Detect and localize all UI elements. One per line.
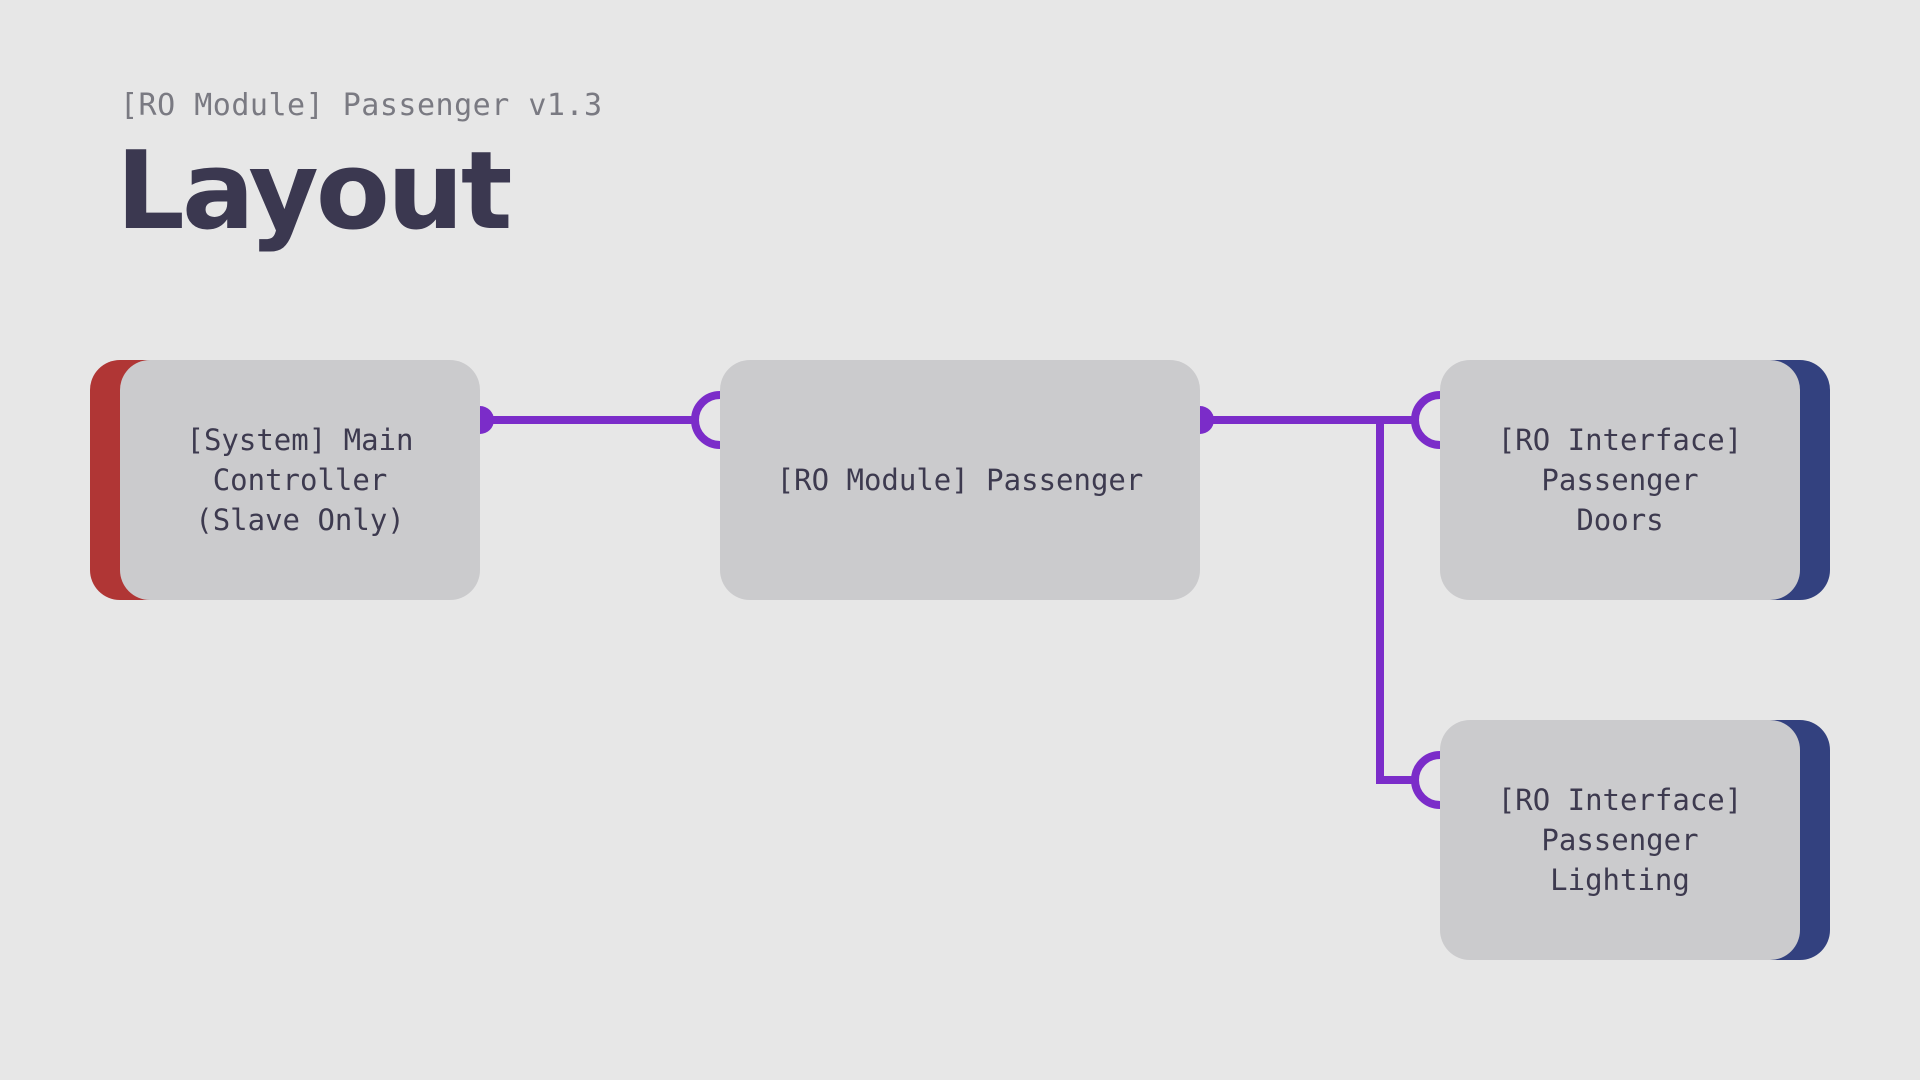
node-ro-interface-passenger-doors-body: [RO Interface] Passenger Doors [1440, 360, 1800, 600]
node-system-main-controller[interactable]: [System] Main Controller (Slave Only) [90, 360, 480, 600]
node-ro-interface-passenger-doors[interactable]: [RO Interface] Passenger Doors [1440, 360, 1830, 600]
node-ro-interface-passenger-doors-label: [RO Interface] Passenger Doors [1497, 423, 1743, 537]
node-ro-interface-passenger-lighting-label: [RO Interface] Passenger Lighting [1497, 783, 1743, 897]
node-ro-module-passenger-body: [RO Module] Passenger [720, 360, 1200, 600]
node-system-main-controller-label: [System] Main Controller (Slave Only) [186, 423, 414, 537]
page-title: Layout [116, 129, 512, 254]
node-system-main-controller-body: [System] Main Controller (Slave Only) [120, 360, 480, 600]
node-ro-interface-passenger-lighting[interactable]: [RO Interface] Passenger Lighting [1440, 720, 1830, 960]
node-ro-interface-passenger-lighting-body: [RO Interface] Passenger Lighting [1440, 720, 1800, 960]
node-ro-module-passenger-label: [RO Module] Passenger [776, 463, 1144, 497]
connector-branch-to-lighting [1376, 420, 1416, 784]
page-subtitle: [RO Module] Passenger v1.3 [120, 88, 603, 123]
node-ro-module-passenger[interactable]: [RO Module] Passenger [720, 360, 1200, 600]
